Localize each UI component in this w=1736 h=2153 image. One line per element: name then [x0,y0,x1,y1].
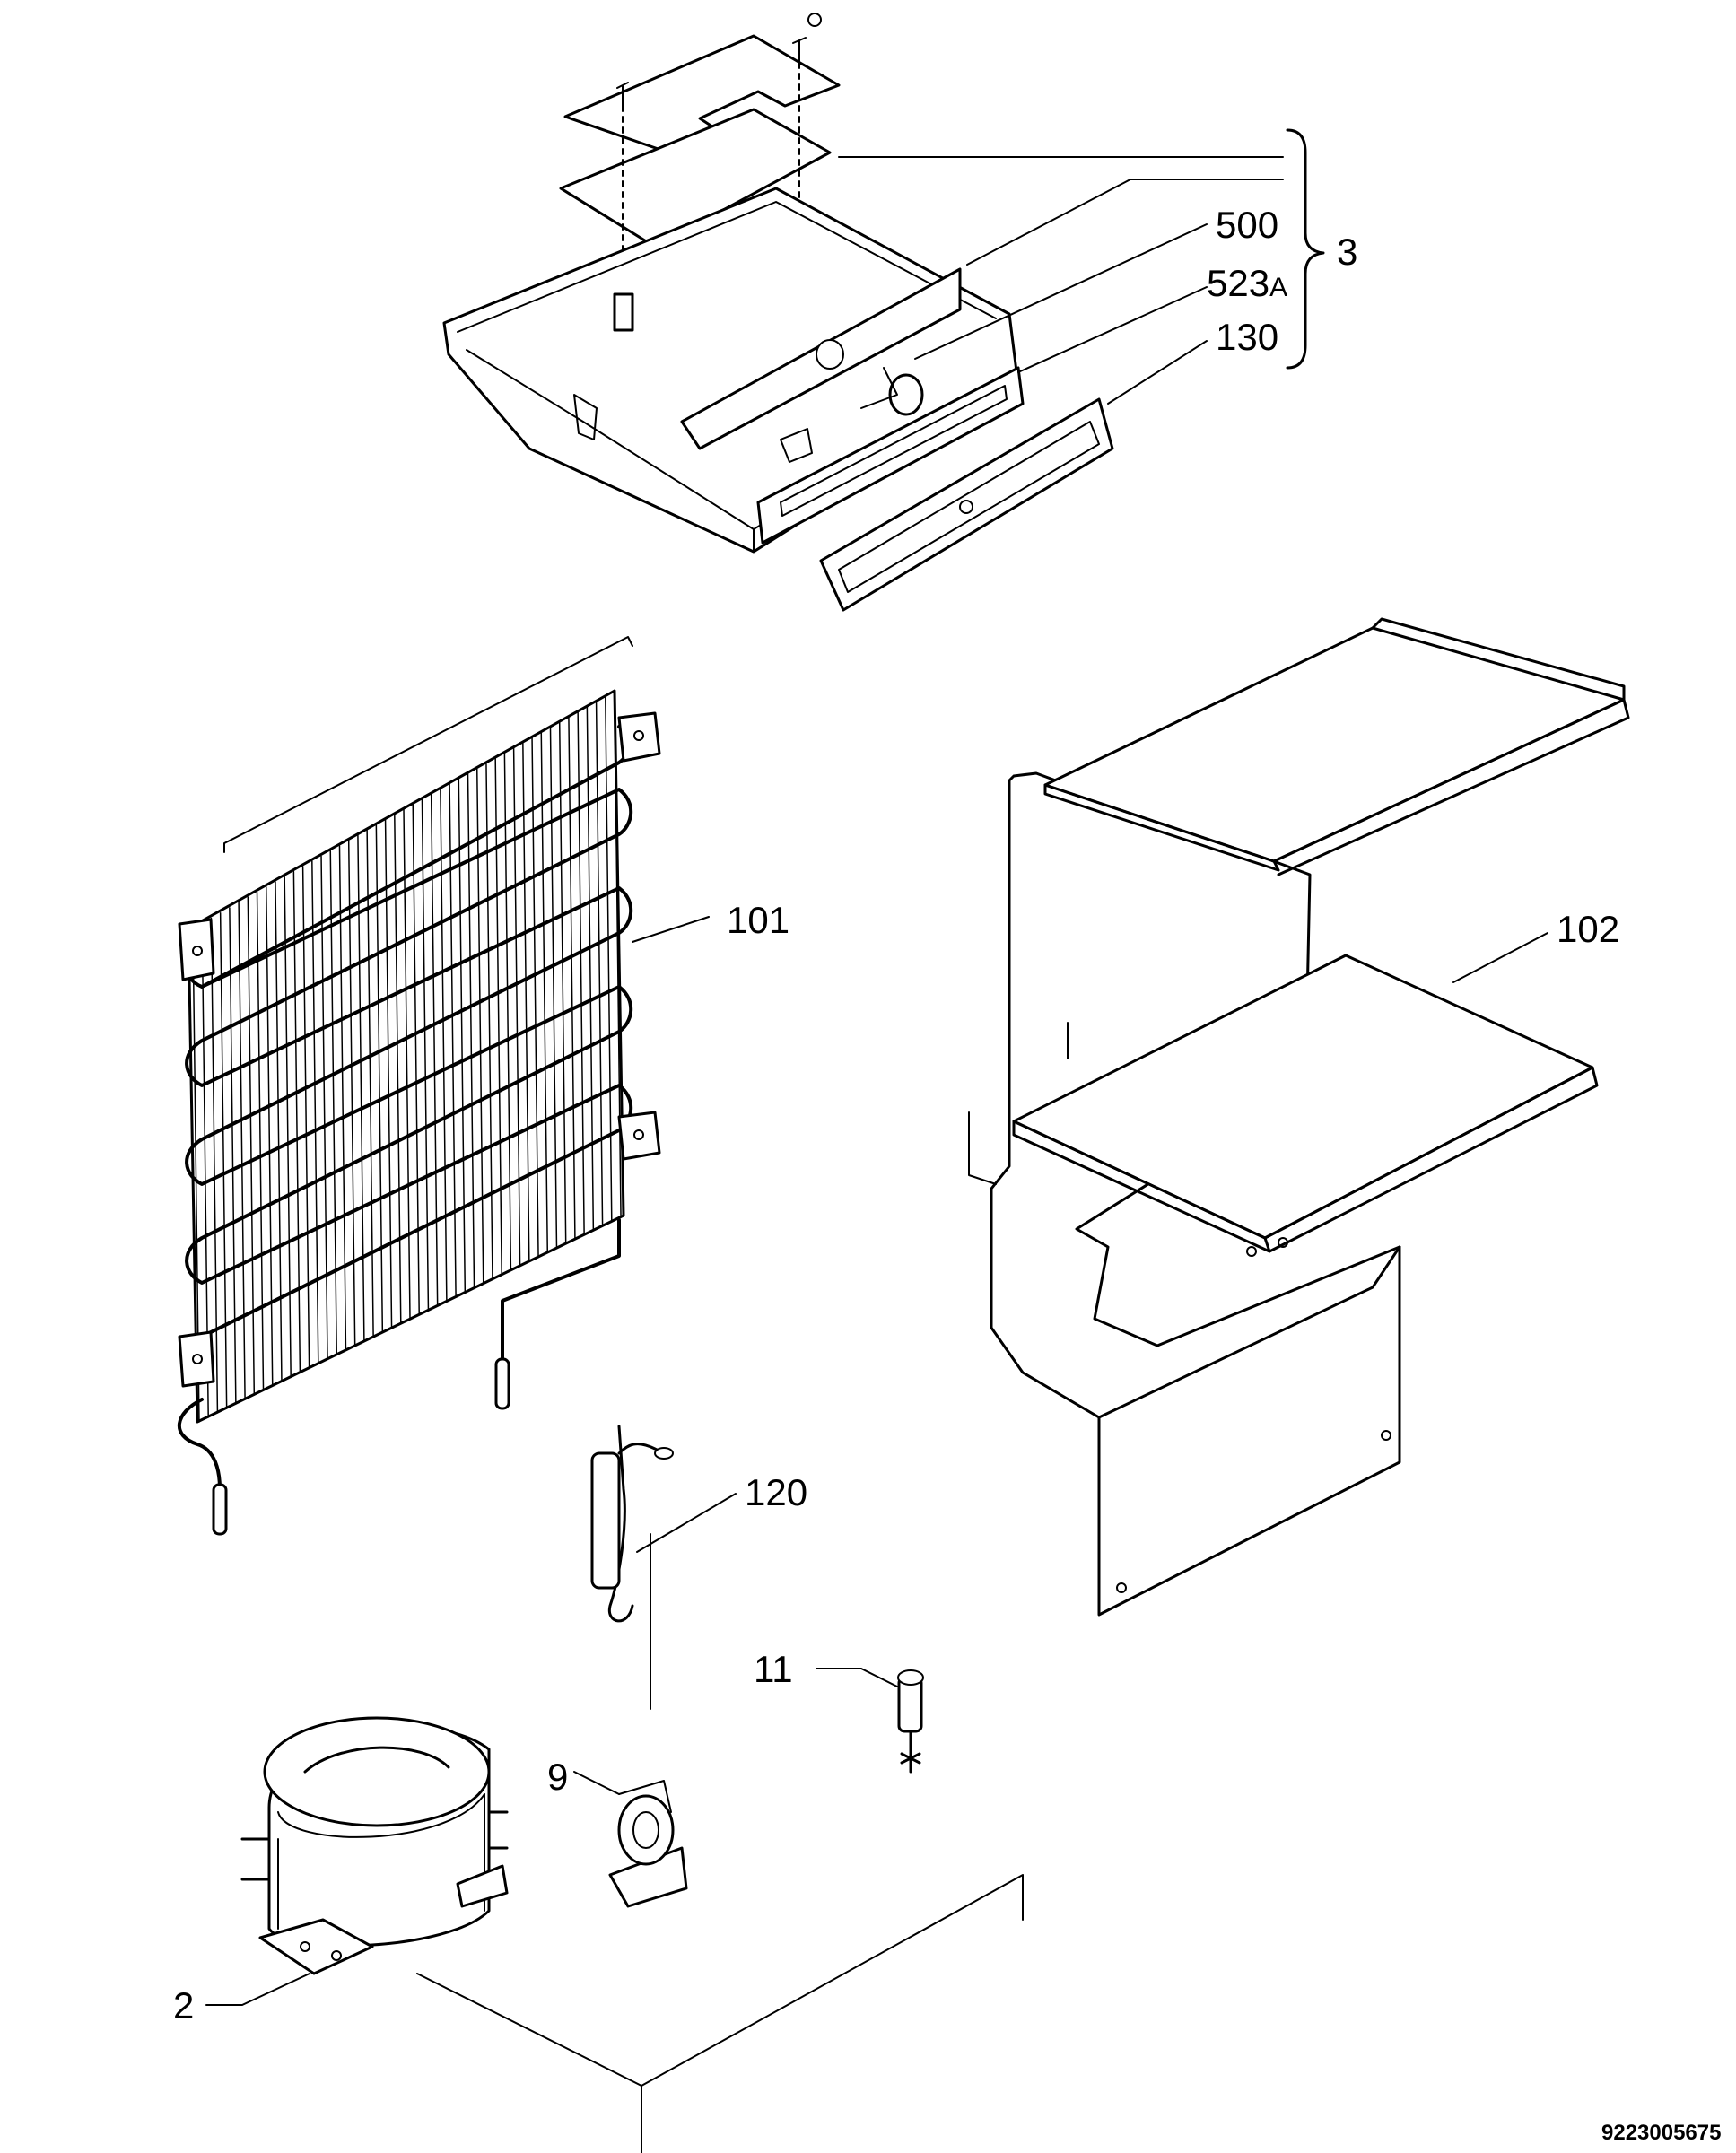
leader-lines-top [838,128,1325,405]
screw-right [792,13,822,243]
label-3: 3 [1337,231,1357,273]
leader-101 [632,916,710,943]
label-500: 500 [1216,204,1278,246]
label-101: 101 [727,899,789,941]
control-panel-assembly [442,13,1114,612]
part-11-valve [897,1669,924,1774]
screw-left [616,82,629,297]
leader-102 [1452,932,1548,983]
cabinet-shelves [968,617,1630,1617]
label-102: 102 [1557,908,1619,950]
condenser-coil [178,636,661,1536]
compressor [240,1716,509,1975]
label-130: 130 [1216,316,1278,358]
label-9: 9 [547,1756,568,1798]
part-9-clip [608,1780,688,1908]
leader-2 [205,1973,310,2006]
leader-11 [816,1668,898,1687]
leader-9 [573,1771,620,1795]
label-11: 11 [754,1648,793,1690]
label-523a: 523A [1207,262,1287,304]
base-outline [416,1874,1024,2153]
leader-120 [636,1493,737,1553]
label-2: 2 [173,1984,194,2027]
thermostat-sensor [590,1425,674,1710]
drawing-code: 9223005675 [1601,2121,1721,2145]
callout-labels: 3 500 523A 130 101 102 120 11 9 2 922300… [173,204,1721,2145]
label-120: 120 [745,1471,807,1513]
